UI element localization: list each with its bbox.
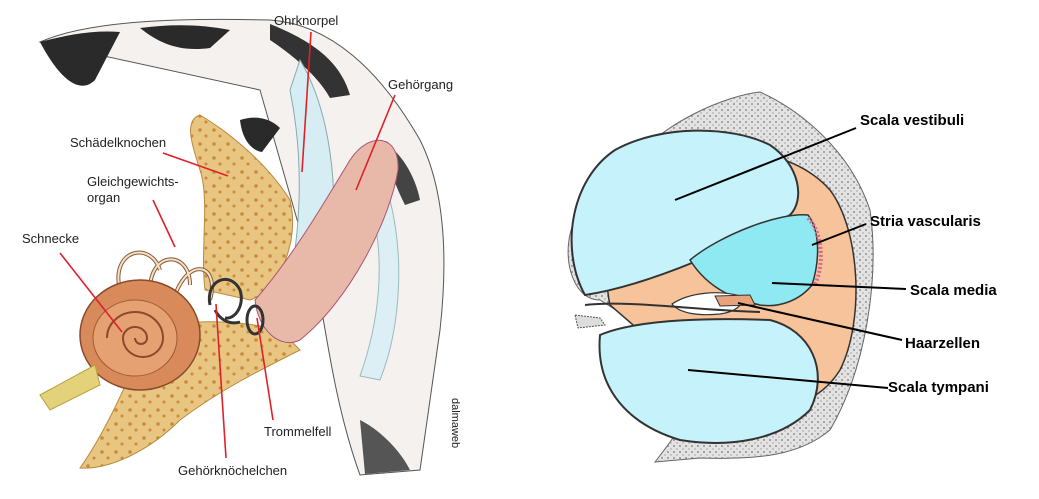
cochlea-cross-section [568,92,873,462]
auditory-nerve [40,365,100,410]
label-haarzellen: Haarzellen [905,335,980,352]
cochlea [80,280,200,390]
outer-ear-illustration [40,19,444,475]
label-scala-media: Scala media [910,282,997,299]
hair-patch [40,31,120,85]
leader-gleichgewichtsorgan [153,200,175,247]
watermark-dalmaweb: dalmaweb [449,398,461,448]
label-trommelfell: Trommelfell [264,424,332,439]
label-organ: organ [87,190,120,205]
label-schnecke: Schnecke [22,231,79,246]
label-gehoergang: Gehörgang [388,77,453,92]
label-stria-vascularis: Stria vascularis [870,213,981,230]
label-ohrknorpel: Ohrknorpel [274,13,338,28]
label-scala-tympani: Scala tympani [888,379,989,396]
label-gehoerknoechelchen: Gehörknöchelchen [178,463,287,478]
right-labels: Scala vestibuli Stria vascularis Scala m… [860,112,997,396]
nerve-fibers [575,315,605,328]
label-scala-vestibuli: Scala vestibuli [860,112,964,129]
label-gleichgewichts: Gleichgewichts- [87,174,179,189]
label-schaedelknochen: Schädelknochen [70,135,166,150]
scala-tympani [600,319,818,443]
